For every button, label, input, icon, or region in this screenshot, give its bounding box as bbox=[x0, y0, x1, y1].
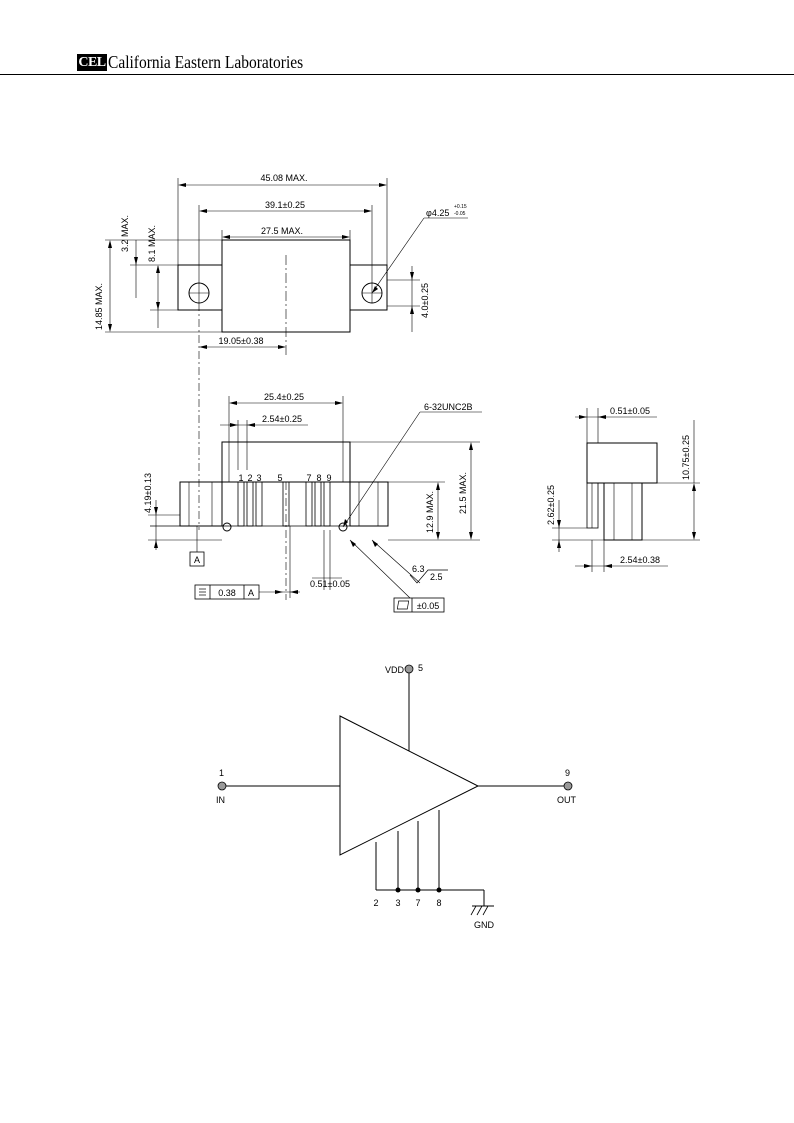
dim-flange-max: 3.2 MAX. bbox=[120, 215, 130, 252]
pin-number-3: 3 bbox=[256, 473, 261, 483]
dim-body-length: 27.5 MAX. bbox=[261, 226, 303, 236]
dim-center-max: 8.1 MAX. bbox=[147, 225, 157, 262]
amplifier-schematic bbox=[217, 664, 573, 916]
tolerance-datum: A bbox=[248, 588, 254, 598]
dim-height-max: 14.85 MAX. bbox=[94, 283, 104, 330]
dim-mount-height: 4.19±0.13 bbox=[143, 473, 153, 513]
dim-body-height: 10.75±0.25 bbox=[681, 435, 691, 480]
tolerance-value: 0.38 bbox=[218, 588, 236, 598]
dim-pin-span: 25.4±0.25 bbox=[264, 392, 304, 402]
pin-in-terminal bbox=[217, 781, 227, 791]
header-rule bbox=[0, 74, 794, 75]
front-view bbox=[148, 396, 482, 613]
gnd-pin-7: 7 bbox=[415, 898, 420, 908]
cel-logo: CEL bbox=[77, 54, 107, 71]
top-view bbox=[105, 178, 468, 355]
side-body bbox=[586, 442, 658, 484]
dim-hole-dia: φ4.25 bbox=[426, 208, 449, 218]
dim-pin-pitch: 2.54±0.25 bbox=[262, 414, 302, 424]
gnd-pin-2: 2 bbox=[373, 898, 378, 908]
flatness-frame bbox=[393, 597, 445, 613]
company-name: California Eastern Laboratories bbox=[108, 52, 304, 72]
dim-pin-thickness: 0.51±0.05 bbox=[610, 406, 650, 416]
roughness-top: 6.3 bbox=[412, 564, 425, 574]
gnd-label: GND bbox=[474, 920, 495, 930]
pin-number-5: 5 bbox=[277, 473, 282, 483]
vdd-pin-number: 5 bbox=[418, 663, 423, 673]
pin-vdd-terminal bbox=[404, 664, 414, 674]
dim-pin-height: 12.9 MAX. bbox=[425, 491, 435, 533]
gnd-pin-8: 8 bbox=[436, 898, 441, 908]
datum-a-label: A bbox=[194, 555, 200, 565]
pin-number-8: 8 bbox=[316, 473, 321, 483]
dim-center-offset: 19.05±0.38 bbox=[219, 336, 264, 346]
in-pin-number: 1 bbox=[219, 768, 224, 778]
pin-number-7: 7 bbox=[306, 473, 311, 483]
dim-hole-dia-tol-upper: +0.15 bbox=[454, 204, 467, 210]
flatness-value: ±0.05 bbox=[417, 601, 439, 611]
pin-out-terminal bbox=[563, 781, 573, 791]
page-header: CEL California Eastern Laboratories bbox=[0, 0, 794, 80]
roughness-bottom: 2.5 bbox=[430, 572, 443, 582]
right-flange bbox=[349, 264, 388, 311]
datum-a-box bbox=[189, 551, 205, 567]
dim-lead-offset: 2.62±0.25 bbox=[546, 485, 556, 525]
dim-overall-length: 45.08 MAX. bbox=[260, 173, 307, 183]
dim-pin-width: 0.51±0.05 bbox=[310, 579, 350, 589]
side-lower bbox=[603, 482, 643, 541]
pin-number-2: 2 bbox=[247, 473, 252, 483]
dim-hole-dia-tol-lower: -0.05 bbox=[454, 211, 466, 217]
vdd-label: VDD bbox=[385, 665, 405, 675]
pin-number-9: 9 bbox=[326, 473, 331, 483]
dim-flange-height: 4.0±0.25 bbox=[420, 283, 430, 318]
gnd-pin-3: 3 bbox=[395, 898, 400, 908]
side-view bbox=[552, 408, 700, 572]
dim-total-height: 21.5 MAX. bbox=[458, 472, 468, 514]
in-label: IN bbox=[216, 795, 225, 805]
front-left-flange bbox=[179, 481, 223, 527]
out-label: OUT bbox=[557, 795, 577, 805]
dim-hole-spacing: 39.1±0.25 bbox=[265, 200, 305, 210]
dim-thread: 6-32UNC2B bbox=[424, 402, 473, 412]
dim-pin-spacing: 2.54±0.38 bbox=[620, 555, 660, 565]
pin-number-1: 1 bbox=[238, 473, 243, 483]
out-pin-number: 9 bbox=[565, 768, 570, 778]
